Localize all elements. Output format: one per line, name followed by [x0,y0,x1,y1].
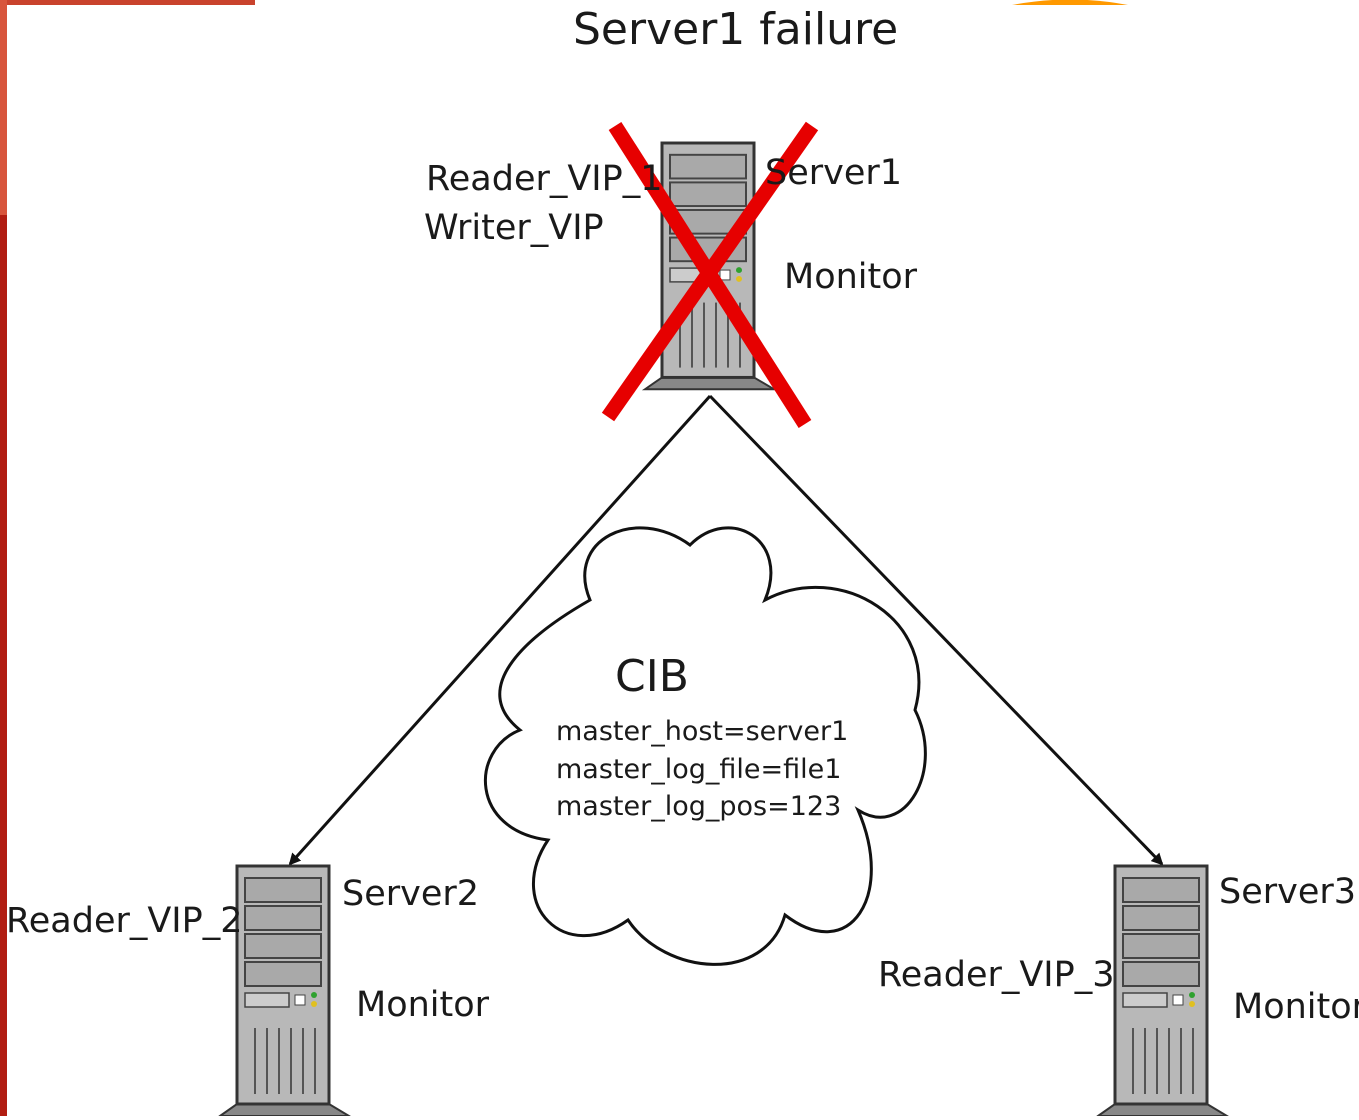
cib-line-master-log-file: master_log_file=file1 [556,754,842,785]
slide-top-bar [0,0,255,5]
slide-accent-shape [1012,0,1128,5]
slide-left-bar [0,0,7,1116]
cib-line-master-log-pos: master_log_pos=123 [556,791,842,822]
server1-role: Monitor [784,257,918,297]
server3-name: Server3 [1219,872,1357,912]
server2-name: Server2 [342,874,480,914]
server1-name: Server1 [765,153,903,193]
cib-title: CIB [615,651,689,702]
diagram-title: Server1 failure [573,4,899,55]
slide-left-bar-top [0,0,7,215]
server3-vip-reader: Reader_VIP_3 [878,955,1115,995]
server2-vip-reader: Reader_VIP_2 [6,901,243,941]
server3-role: Monitor [1233,987,1359,1027]
server2-role: Monitor [356,985,490,1025]
failure-cross-icon [601,121,819,429]
server1-vip-reader: Reader_VIP_1 [426,159,663,199]
cib-line-master-host: master_host=server1 [556,716,849,747]
arrow-server1-to-server2 [288,394,712,866]
server-tower-icon-server3 [1096,864,1229,1118]
server1-vip-writer: Writer_VIP [424,208,604,248]
arrow-server1-to-server3 [708,394,1164,866]
cloud-icon [484,526,927,966]
